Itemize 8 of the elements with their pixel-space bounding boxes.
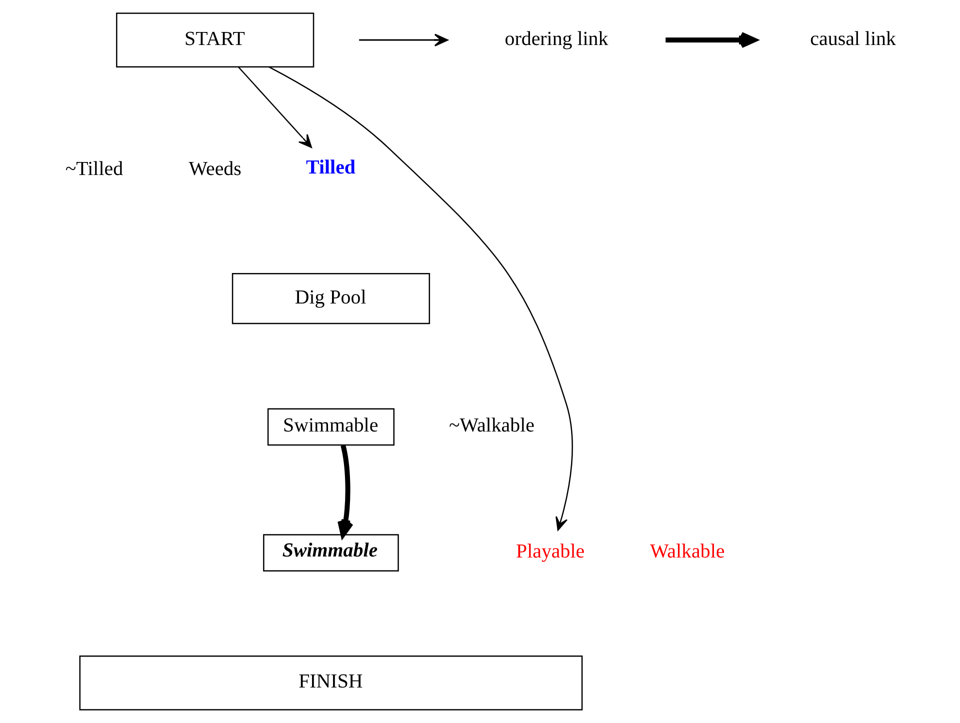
node-label: Weeds — [188, 158, 241, 180]
node-text: Playable — [516, 540, 584, 562]
legend-label: causal link — [810, 28, 896, 50]
label: Walkable — [649, 540, 724, 562]
legend-label: ordering link — [504, 28, 608, 50]
node-text: Tilled — [306, 156, 356, 179]
label: ~Walkable — [448, 414, 534, 437]
node-label: ~Tilled — [64, 158, 123, 180]
